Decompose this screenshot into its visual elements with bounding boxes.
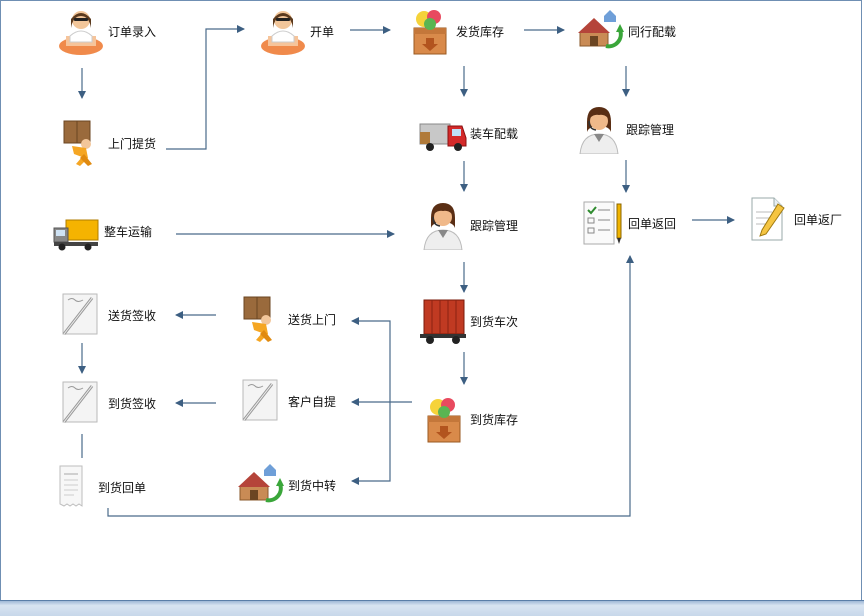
node-peer-load[interactable]: 同行配载 [576,6,676,56]
warehouse-box-icon [418,394,468,444]
node-label: 回单返厂 [794,212,843,227]
node-label: 订单录入 [108,24,157,39]
node-open-bill[interactable]: 开单 [258,6,334,56]
container-truck-icon [418,296,468,346]
clerk-icon [56,6,106,56]
document-pen-icon [742,194,792,244]
node-tracking-mid[interactable]: 跟踪管理 [418,200,518,250]
node-loading[interactable]: 装车配载 [418,108,518,158]
node-arrival-sign[interactable]: 到货签收 [56,378,156,428]
node-ship-stock[interactable]: 发货库存 [404,6,504,56]
node-label: 客户自提 [288,394,337,409]
sign-pen-icon [236,376,286,426]
node-label: 送货上门 [288,312,337,327]
clerk-icon [258,6,308,56]
node-label: 到货车次 [470,314,519,329]
porter-icon [236,294,286,344]
node-label: 开单 [310,24,335,39]
node-receipt-back[interactable]: 回单返厂 [742,194,842,244]
node-label: 到货签收 [108,396,157,411]
node-label: 上门提货 [108,136,157,151]
node-door-pickup[interactable]: 上门提货 [56,118,156,168]
node-arrival-receipt[interactable]: 到货回单 [46,462,146,512]
node-arrival-transfer[interactable]: 到货中转 [236,460,336,510]
checklist-icon [576,198,626,248]
sign-pen-icon [56,378,106,428]
node-tracking-right[interactable]: 跟踪管理 [574,104,674,154]
node-label: 送货签收 [108,308,157,323]
node-label: 到货中转 [288,478,337,493]
node-label: 回单返回 [628,216,677,231]
truck-icon [52,206,102,256]
node-label: 跟踪管理 [470,218,519,233]
node-delivery-door[interactable]: 送货上门 [236,294,336,344]
node-receipt-return[interactable]: 回单返回 [576,198,676,248]
warehouse-box-icon [404,6,454,56]
receipt-icon [46,462,96,512]
node-label: 到货库存 [470,412,519,427]
node-label: 到货回单 [98,480,147,495]
house-transfer-icon [236,460,286,510]
node-label: 跟踪管理 [626,122,675,137]
node-label: 装车配载 [470,126,519,141]
node-delivery-sign[interactable]: 送货签收 [56,290,156,340]
porter-icon [56,118,106,168]
node-label: 同行配载 [628,24,677,39]
node-full-truck[interactable]: 整车运输 [52,206,152,256]
sign-pen-icon [56,290,106,340]
support-agent-icon [574,104,624,154]
window-bottom-border [0,600,864,616]
node-arrival-stock[interactable]: 到货库存 [418,394,518,444]
node-label: 整车运输 [104,224,153,239]
node-customer-pickup[interactable]: 客户自提 [236,376,336,426]
node-label: 发货库存 [456,24,505,39]
house-transfer-icon [576,6,626,56]
red-truck-icon [418,108,468,158]
node-order-entry[interactable]: 订单录入 [56,6,156,56]
node-arrival-vehicle[interactable]: 到货车次 [418,296,518,346]
support-agent-icon [418,200,468,250]
